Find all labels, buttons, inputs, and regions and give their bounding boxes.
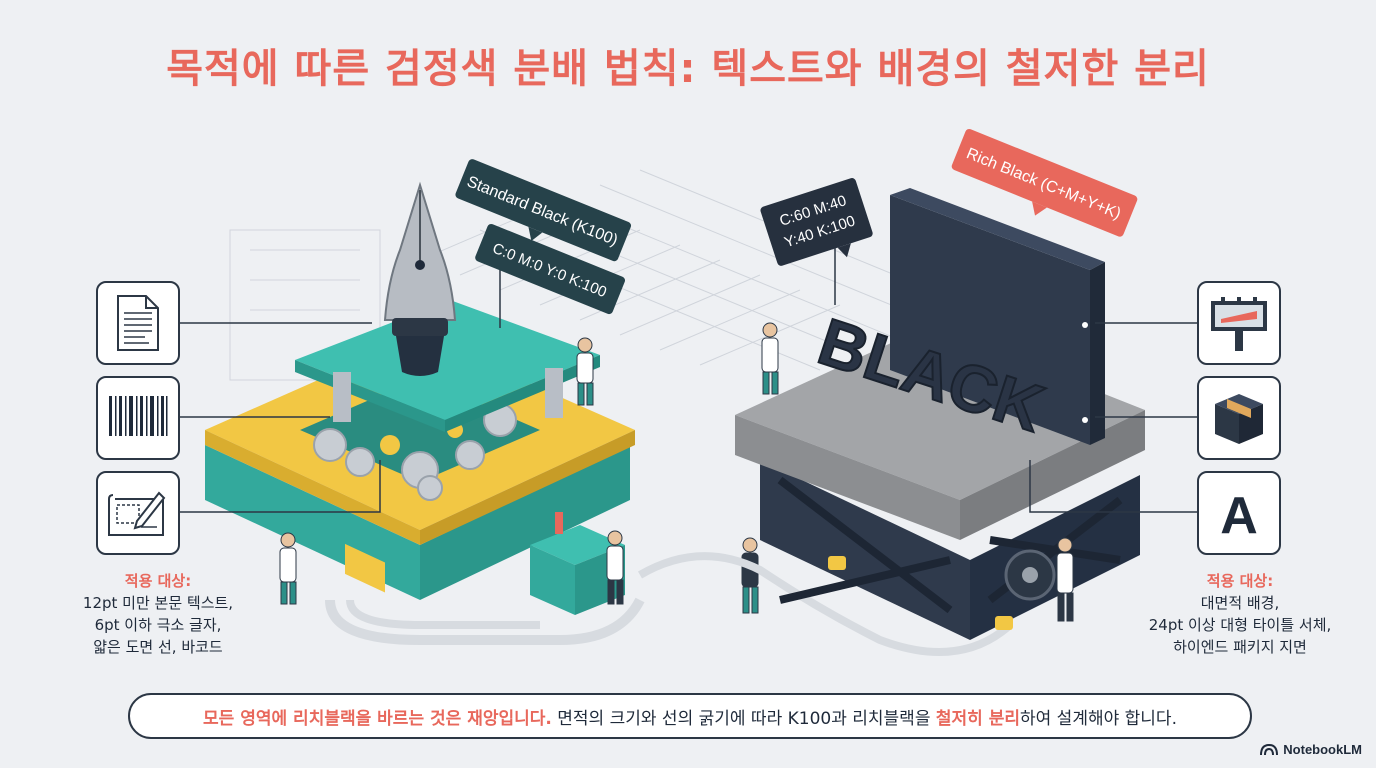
k100-press-machine — [205, 181, 645, 645]
package-icon — [1215, 394, 1263, 444]
font-letter-glyph: A — [1220, 487, 1258, 543]
richblack-value-callout: C:60 M:40 Y:40 K:100 — [760, 178, 873, 266]
summary-emphasis: 철저히 분리 — [935, 708, 1020, 729]
blueprint-icon-box — [96, 471, 180, 555]
k100-apply-list: 적용 대상: 12pt 미만 본문 텍스트, 6pt 이하 극소 글자, 얇은 … — [48, 570, 268, 658]
summary-text: 면적의 크기와 선의 굵기에 따라 K100과 리치블랙을 — [551, 708, 936, 729]
document-icon — [117, 295, 159, 351]
k100-apply-line: 6pt 이하 극소 글자, — [94, 616, 222, 634]
font-letter-icon: A — [1220, 487, 1258, 543]
package-icon-box — [1197, 376, 1281, 460]
k100-apply-line: 12pt 미만 본문 텍스트, — [82, 594, 234, 612]
notebooklm-brand: NotebookLM — [1260, 742, 1362, 757]
gears — [313, 403, 517, 501]
pen-nib-icon — [383, 181, 457, 376]
richblack-apply-line: 하이엔드 패키지 지면 — [1173, 638, 1307, 656]
notebooklm-logo-icon — [1260, 743, 1279, 755]
barcode-icon — [109, 396, 168, 436]
font-letter-icon-box: A — [1197, 471, 1281, 555]
blueprint-icon — [108, 491, 166, 536]
summary-warning: 모든 영역에 리치블랙을 바르는 것은 재앙입니다. — [203, 708, 552, 729]
richblack-apply-line: 대면적 배경, — [1200, 594, 1280, 612]
worker-figure — [761, 322, 1074, 622]
k100-apply-label: 적용 대상: — [124, 572, 192, 590]
billboard-icon-box — [1197, 281, 1281, 365]
rich-black-machine: BLACK — [735, 188, 1145, 640]
billboard-icon — [1211, 297, 1267, 351]
k100-apply-line: 얇은 도면 선, 바코드 — [93, 638, 223, 656]
document-icon-box — [96, 281, 180, 365]
summary-text-end: 하여 설계해야 합니다. — [1020, 708, 1177, 729]
page-title: 목적에 따른 검정색 분배 법칙: 텍스트와 배경의 철저한 분리 — [166, 46, 1210, 92]
k100-value-callout: C:0 M:0 Y:0 K:100 — [475, 223, 626, 315]
barcode-icon-box — [96, 376, 180, 460]
brand-name: NotebookLM — [1283, 742, 1362, 757]
richblack-apply-label: 적용 대상: — [1206, 572, 1274, 590]
richblack-apply-list: 적용 대상: 대면적 배경, 24pt 이상 대형 타이틀 서체, 하이엔드 패… — [1118, 570, 1362, 658]
summary-banner: 모든 영역에 리치블랙을 바르는 것은 재앙입니다. 면적의 크기와 선의 굵기… — [128, 693, 1252, 739]
richblack-apply-line: 24pt 이상 대형 타이틀 서체, — [1148, 616, 1332, 634]
